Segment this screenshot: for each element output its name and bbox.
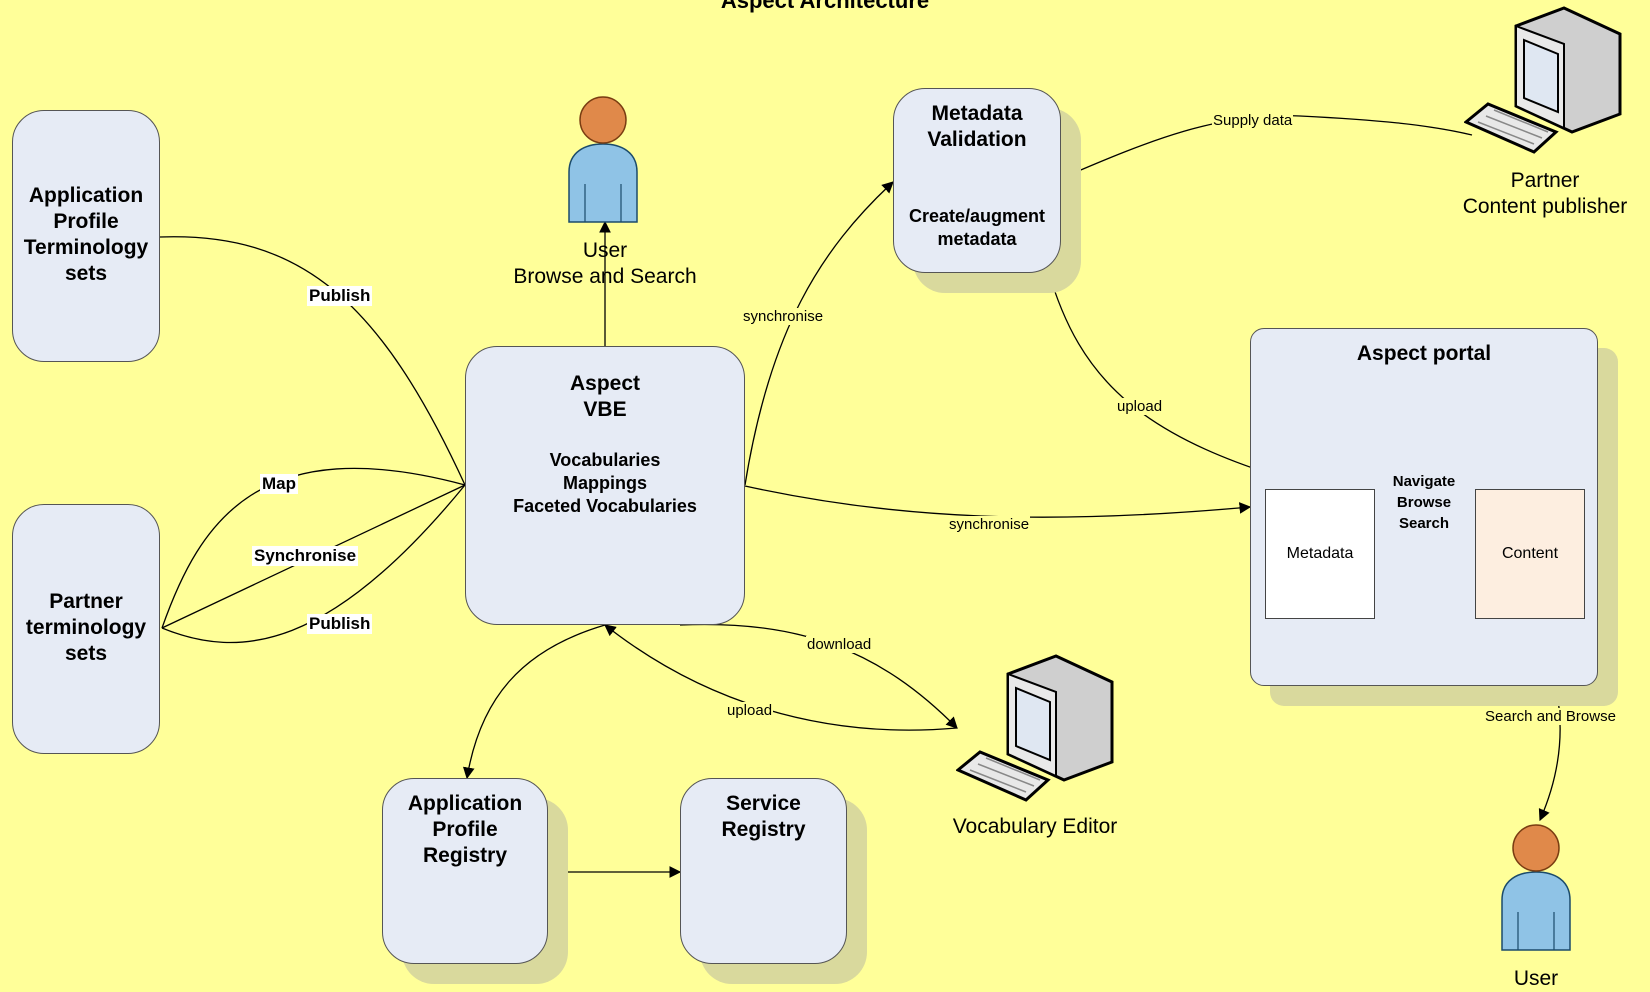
aspect-vbe-box[interactable]: Aspect VBE Vocabularies Mappings Faceted… xyxy=(465,346,745,625)
label-upload-editor: upload xyxy=(726,702,774,719)
portal-navigate-label: Navigate Browse Search xyxy=(1392,473,1456,532)
app-profile-registry-label: Application Profile Registry xyxy=(407,792,523,867)
metadata-validation-box[interactable]: Metadata Validation Create/augment metad… xyxy=(893,88,1061,273)
label-supply-data: Supply data xyxy=(1212,112,1294,129)
partner-computer-icon xyxy=(1464,6,1622,154)
label-synchronise-bold: Synchronise xyxy=(252,546,359,566)
label-search-and-browse: Search and Browse xyxy=(1484,708,1617,725)
user-top-icon xyxy=(568,96,638,223)
edge-synchronise-portal xyxy=(744,485,1252,518)
vocab-editor-caption: Vocabulary Editor xyxy=(952,815,1118,838)
partner-terminology-label: Partner terminology sets xyxy=(25,590,147,665)
vbe-title: Aspect VBE xyxy=(569,372,641,421)
user-bottom-icon xyxy=(1501,824,1571,951)
app-profile-terminology-label: Application Profile Terminology sets xyxy=(23,184,149,285)
edge-vbe-registry xyxy=(462,624,606,780)
label-synchronise-portal: synchronise xyxy=(948,516,1031,533)
diagram-title: Aspect Architecture xyxy=(720,0,930,13)
editor-computer-icon xyxy=(956,654,1114,802)
metadata-validation-title: Metadata Validation xyxy=(927,102,1027,151)
portal-metadata-doc[interactable]: Metadata xyxy=(1265,489,1375,619)
app-profile-registry-box[interactable]: Application Profile Registry xyxy=(382,778,548,964)
partner-terminology-box[interactable]: Partner terminology sets xyxy=(12,504,160,754)
user-top-caption: User Browse and Search xyxy=(513,239,697,288)
edge-upload-editor xyxy=(604,624,958,731)
user-bottom-caption: User xyxy=(1513,967,1559,990)
edge-synchronise-up xyxy=(744,181,894,486)
aspect-portal-box[interactable]: Aspect portal Navigate Browse Search Met… xyxy=(1250,328,1598,686)
portal-content-doc[interactable]: Content xyxy=(1475,489,1585,619)
label-download: download xyxy=(806,636,873,653)
edge-supply-data xyxy=(1061,114,1473,179)
label-synchronise-up: synchronise xyxy=(742,308,825,325)
label-upload-portal: upload xyxy=(1116,398,1164,415)
edge-publish-bottom xyxy=(161,484,466,644)
label-map: Map xyxy=(260,474,298,494)
service-registry-label: Service Registry xyxy=(721,792,806,841)
label-publish-top: Publish xyxy=(307,286,373,306)
label-publish-bottom: Publish xyxy=(307,614,373,634)
portal-title: Aspect portal xyxy=(1356,342,1492,365)
vbe-items: Vocabularies Mappings Faceted Vocabulari… xyxy=(513,450,697,516)
partner-publisher-caption: Partner Content publisher xyxy=(1462,169,1628,218)
edge-map xyxy=(161,467,466,629)
app-profile-terminology-box[interactable]: Application Profile Terminology sets xyxy=(12,110,160,362)
edge-publish-top xyxy=(159,236,466,486)
metadata-validation-subtitle: Create/augment metadata xyxy=(908,206,1046,249)
service-registry-box[interactable]: Service Registry xyxy=(680,778,847,964)
